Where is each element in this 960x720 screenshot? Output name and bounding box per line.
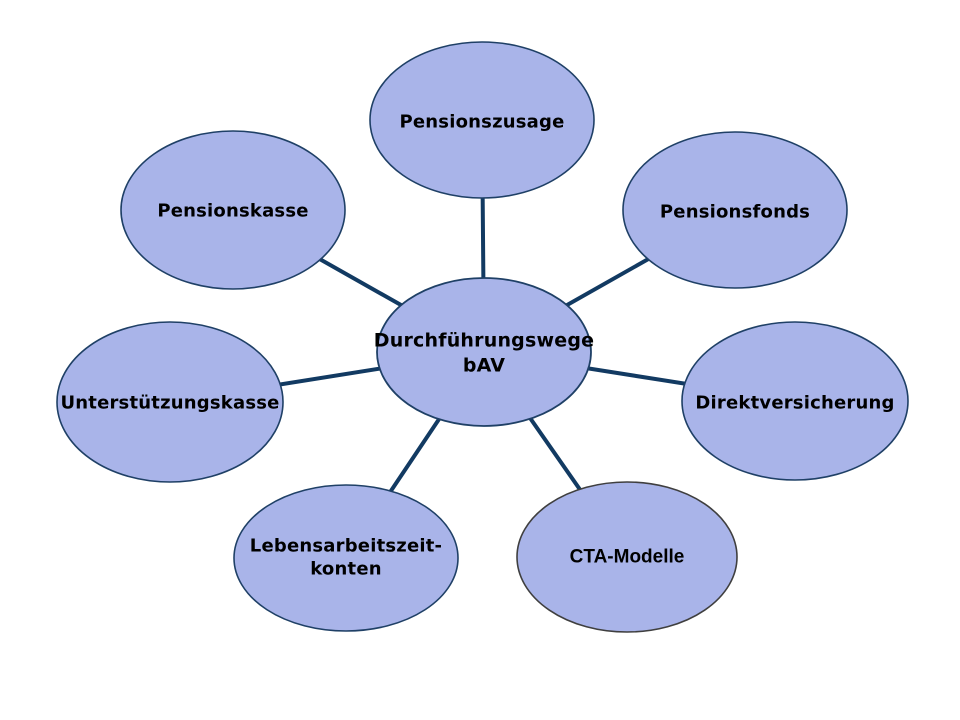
node-label-pensionszusage: Pensionszusage <box>399 111 565 133</box>
node-label-cta-modelle: CTA-Modelle <box>569 546 685 568</box>
node-label-direktversicherung: Direktversicherung <box>695 392 895 414</box>
node-label-lebensarbeitszeitkonten: Lebensarbeitszeit- konten <box>249 535 443 580</box>
center-node-label: Durchführungswege bAV <box>373 329 595 376</box>
node-label-pensionsfonds: Pensionsfonds <box>659 201 811 223</box>
ellipse-pensionskasse <box>120 130 346 290</box>
ellipse-cta-modelle <box>516 481 738 633</box>
ellipse-center-durchfuehrungswege-bav <box>376 277 592 427</box>
ellipse-unterstuetzungskasse <box>56 321 284 483</box>
node-label-pensionskasse: Pensionskasse <box>157 200 309 222</box>
ellipse-lebensarbeitszeitkonten <box>233 484 459 632</box>
node-label-unterstuetzungskasse: Unterstützungskasse <box>60 392 280 414</box>
ellipse-direktversicherung <box>681 321 909 481</box>
ellipse-pensionszusage <box>369 41 595 199</box>
ellipse-pensionsfonds <box>622 131 848 289</box>
